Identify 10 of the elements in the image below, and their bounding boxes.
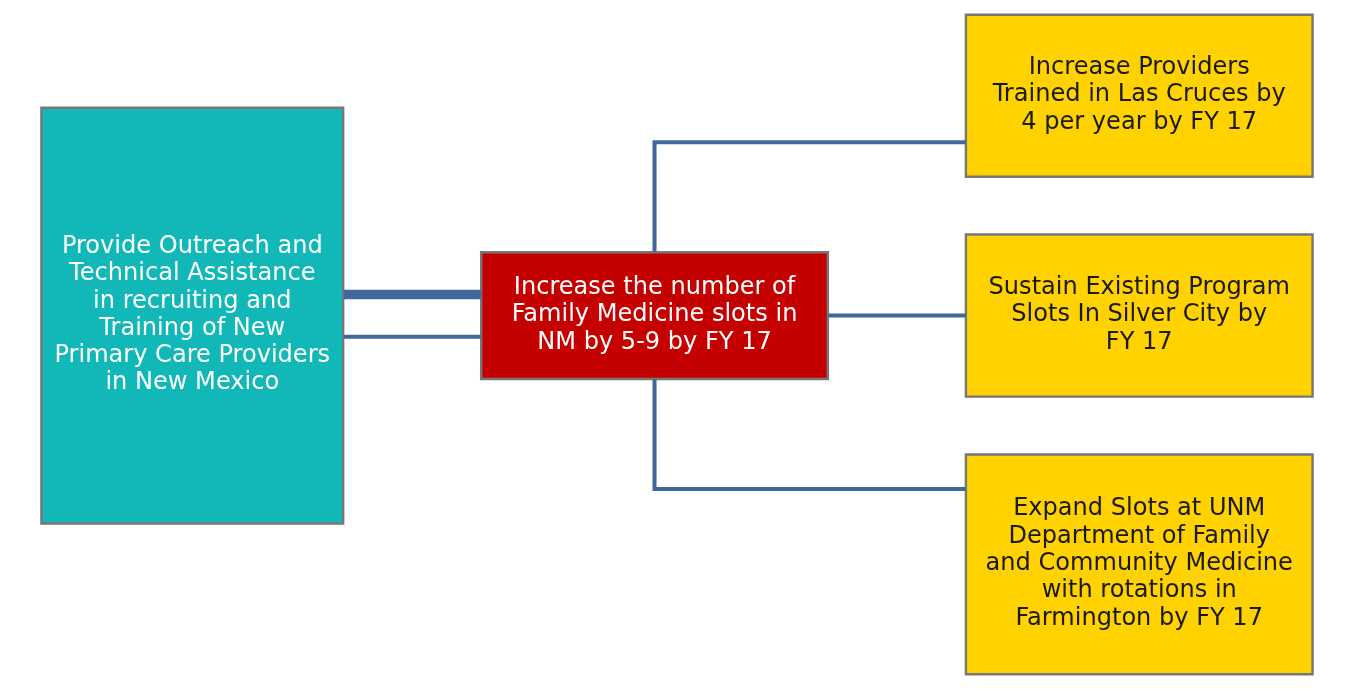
- connector: [343, 289, 481, 300]
- connector: [343, 334, 481, 339]
- connector: [652, 140, 966, 253]
- connector: [827, 313, 966, 318]
- connector: [652, 379, 966, 491]
- node-box: Expand Slots at UNM Department of Family and Community Medicine with rotations in Farmington by FY 17: [964, 453, 1314, 676]
- node-box: Provide Outreach and Technical Assistance in recruiting and Training of New Primary Care Providers in New Mexico: [39, 106, 344, 525]
- node-box: Increase the number of Family Medicine slots in NM by 5-9 by FY 17: [479, 251, 829, 381]
- node-box: Increase Providers Trained in Las Cruces by 4 per year by FY 17: [964, 13, 1314, 178]
- node-box: Sustain Existing Program Slots In Silver City by FY 17: [964, 233, 1314, 398]
